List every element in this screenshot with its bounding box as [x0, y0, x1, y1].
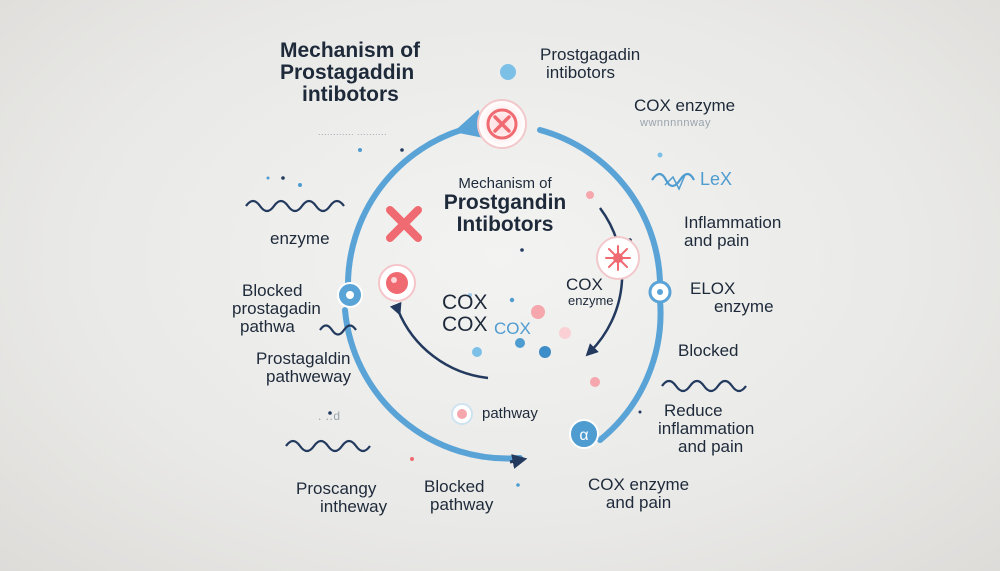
main-title-line-2: Prostagaddin — [280, 61, 415, 85]
label-blocked-left: Blocked prostagadin pathwa — [232, 281, 321, 336]
label-inflammation: Inflammation and pain — [684, 213, 782, 250]
alpha-node-icon: α — [569, 419, 599, 449]
wave-left-bottom — [285, 439, 371, 453]
main-title-line-1: Mechanism of — [280, 39, 421, 62]
svg-text:α: α — [579, 427, 588, 444]
center-cox-enzyme: COX enzyme — [566, 275, 614, 308]
wave-left-mid — [319, 324, 357, 336]
label-lox-scribble: LeX — [700, 169, 733, 189]
label-prostagaldin-left: Prostagaldin pathweway — [256, 349, 352, 386]
label-prostagadin-top: Prostgagadin intibotors — [540, 45, 641, 82]
outer-cycle-ring — [342, 109, 664, 469]
decorative-dots — [266, 64, 663, 487]
label-blocked-right: Blocked — [678, 341, 739, 360]
center-cox: COX COX — [442, 291, 488, 337]
main-title-faint: ............ .......... — [318, 127, 388, 137]
main-title: Mechanism of Prostagaddin intibotors — [280, 39, 421, 107]
label-cox-enzyme-top: COX enzyme — [634, 96, 736, 115]
label-cox-enzyme-top-faint: wwnnnnnway — [640, 117, 712, 129]
wave-squiggles — [245, 172, 747, 453]
label-lox-enzyme: ELOX enzyme — [690, 279, 774, 316]
x-block-icon — [386, 206, 422, 242]
label-cox-enzyme-bottom: COX enzyme and pain — [588, 475, 690, 512]
label-prostacangy: Proscangy intheway — [296, 479, 388, 516]
red-node-icon — [378, 264, 416, 302]
inner-cycle-arc — [389, 207, 624, 380]
label-faint-left: . ..d — [318, 409, 341, 423]
x-block-icon — [477, 99, 527, 149]
center-pathway: pathway — [482, 405, 538, 422]
wave-left-top — [245, 199, 345, 213]
wave-right — [661, 379, 747, 393]
label-blocked-bottom: Blocked pathway — [424, 477, 494, 514]
label-enzyme-left: enzyme — [270, 229, 330, 248]
label-reduce: Reduce inflammation and pain — [658, 401, 755, 456]
circle-node-icon — [337, 282, 363, 308]
enzyme-burst-icon — [596, 236, 640, 280]
circle-node-icon — [648, 280, 672, 304]
pill-node-icon — [451, 403, 473, 425]
center-title: Mechanism of Prostgandin Intibotors — [443, 175, 567, 236]
main-title-line-3: intibotors — [302, 83, 399, 107]
wave-right-top — [651, 172, 695, 188]
center-cox-blue: COX — [494, 319, 531, 338]
lex-scribble — [664, 174, 686, 191]
